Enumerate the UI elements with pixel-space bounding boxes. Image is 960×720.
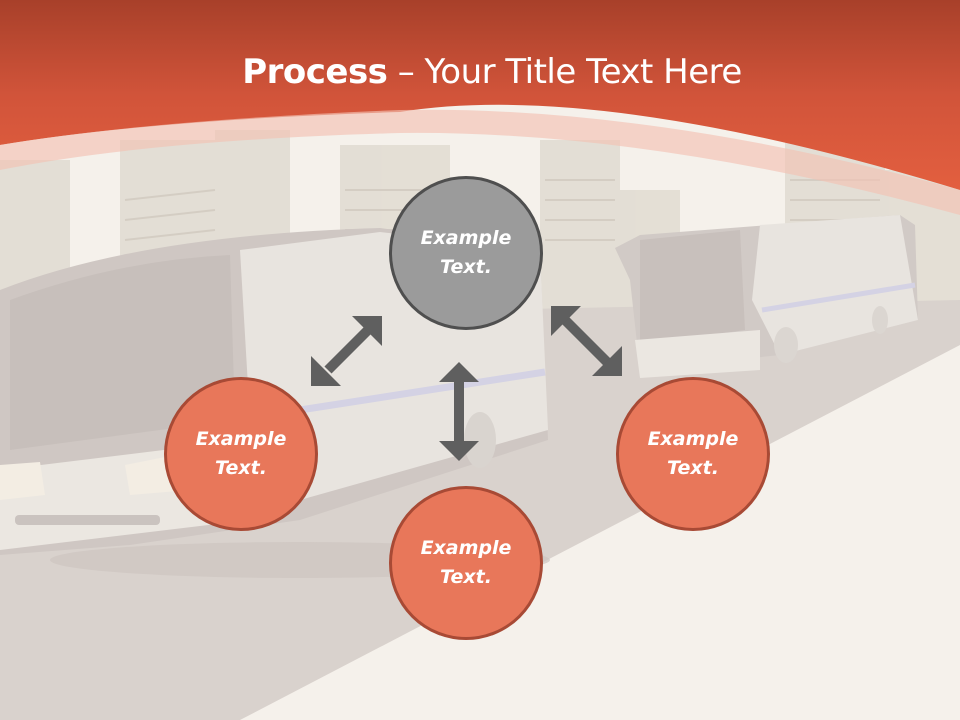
center-node-line2: Text. — [440, 256, 492, 278]
right-node-line2: Text. — [667, 457, 719, 479]
bottom-node-line2: Text. — [440, 566, 492, 588]
bottom-node[interactable]: Example Text. — [389, 486, 543, 640]
double-arrow-vertical-icon — [439, 362, 479, 461]
bottom-node-line1: Example — [420, 537, 512, 559]
bus-right — [615, 215, 918, 378]
header-band — [0, 0, 960, 190]
header-swoosh — [0, 109, 960, 215]
double-arrow-diagonal-right-icon — [551, 306, 622, 376]
center-node-line1: Example — [420, 227, 512, 249]
title-bold: Process — [242, 52, 388, 92]
left-node-line1: Example — [195, 428, 287, 450]
title-rest: – Your Title Text Here — [387, 52, 743, 92]
left-node-line2: Text. — [215, 457, 267, 479]
slide-title: Process – Your Title Text Here — [0, 52, 960, 92]
double-arrow-diagonal-left-icon — [311, 316, 382, 386]
right-node[interactable]: Example Text. — [616, 377, 770, 531]
left-node[interactable]: Example Text. — [164, 377, 318, 531]
center-node[interactable]: Example Text. — [389, 176, 543, 330]
right-node-line1: Example — [647, 428, 739, 450]
